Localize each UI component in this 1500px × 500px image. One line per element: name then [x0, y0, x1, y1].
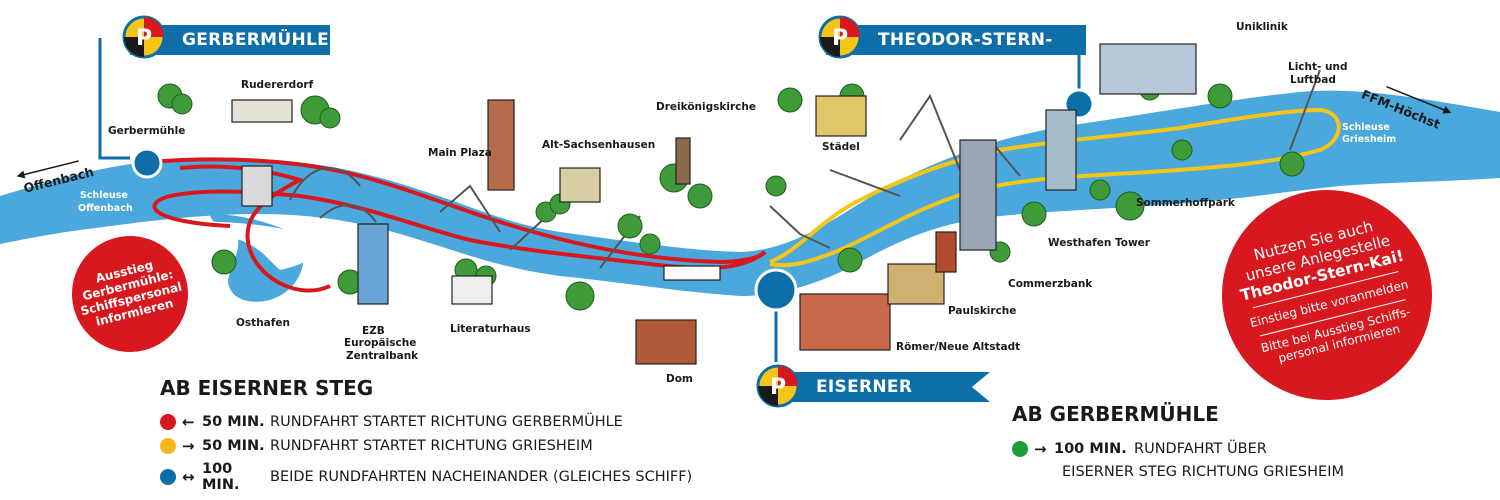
label-dom: Dom	[666, 373, 693, 385]
legend-text: RUNDFAHRT STARTET RICHTUNG GERBERMÜHLE	[270, 414, 623, 430]
label-commerzbank: Commerzbank	[1008, 278, 1093, 290]
legend-text-line1: RUNDFAHRT ÜBER	[1134, 441, 1267, 457]
legend-duration: 50 MIN.	[202, 438, 265, 454]
label-schleuse-offenbach-1: Schleuse	[80, 190, 128, 201]
label-uniklinik: Uniklinik	[1236, 21, 1289, 33]
legend-duration: 100 MIN.	[202, 461, 240, 493]
legend-row-green-line2: EISERNER STEG RICHTUNG GRIESHEIM	[1062, 464, 1344, 480]
legend-dot-red	[160, 414, 176, 430]
label-westhafen: Westhafen Tower	[1048, 237, 1151, 249]
label-licht-1: Licht- und	[1288, 61, 1348, 73]
legend-eiserner-heading: AB EISERNER STEG	[160, 376, 374, 400]
label-dreikoenigskirche: Dreikönigskirche	[656, 101, 756, 113]
label-paulskirche: Paulskirche	[948, 305, 1016, 317]
label-rudererdorf: Rudererdorf	[241, 79, 314, 91]
svg-text:P: P	[832, 26, 848, 51]
svg-text:P: P	[770, 375, 786, 400]
legend-gerbermuehle-heading: AB GERBERMÜHLE	[1012, 402, 1219, 426]
label-gerbermuehle: Gerbermühle	[108, 125, 185, 137]
legend-dot-green	[1012, 441, 1028, 457]
label-schleuse-griesheim-1: Schleuse	[1342, 122, 1390, 133]
legend-row-red: ← 50 MIN. RUNDFAHRT STARTET RICHTUNG GER…	[160, 413, 623, 431]
river-main	[0, 90, 1500, 297]
route-yellow	[769, 107, 1341, 268]
label-ezb-1: EZB	[362, 325, 385, 337]
legend-duration: 100 MIN.	[1054, 441, 1127, 457]
buildings	[231, 43, 1197, 365]
label-schleuse-offenbach-2: Offenbach	[78, 203, 133, 214]
legend-dot-blue	[160, 469, 176, 485]
arrow-right-icon: →	[1034, 440, 1047, 458]
label-staedel: Städel	[822, 141, 860, 153]
p-logo-gerbermuehle: P	[122, 15, 166, 59]
legend-text-line2: EISERNER STEG RICHTUNG GRIESHEIM	[1062, 464, 1344, 480]
badge-eiserner: EISERNER STEG	[764, 372, 990, 402]
svg-text:P: P	[136, 26, 152, 51]
label-osthafen: Osthafen	[236, 317, 290, 329]
legend-text: RUNDFAHRT STARTET RICHTUNG GRIESHEIM	[270, 438, 593, 454]
p-logo-theodor: P	[818, 15, 862, 59]
badge-gerbermuehle-label: GERBERMÜHLE	[182, 30, 330, 50]
arrow-both-icon: ↔	[182, 468, 195, 486]
legend-row-blue: ↔ 100 MIN. BEIDE RUNDFAHRTEN NACHEINANDE…	[160, 461, 692, 493]
label-alt-sachsenhausen: Alt-Sachsenhausen	[542, 139, 655, 151]
pin-eiserner	[754, 268, 798, 362]
legend-text: BEIDE RUNDFAHRTEN NACHEINANDER (GLEICHES…	[270, 469, 693, 485]
legend-duration: 50 MIN.	[202, 414, 265, 430]
label-roemer: Römer/Neue Altstadt	[896, 341, 1020, 353]
badge-theodor-label: THEODOR-STERN-KAI	[878, 30, 1053, 80]
arrow-left-icon: ←	[182, 413, 195, 431]
arrow-right-icon: →	[182, 437, 195, 455]
label-literaturhaus: Literaturhaus	[450, 323, 531, 335]
route-red	[149, 157, 767, 271]
legend-dot-yellow	[160, 438, 176, 454]
label-licht-2: Luftbad	[1290, 74, 1336, 86]
label-ezb-3: Zentralbank	[346, 350, 419, 362]
legend-row-green: → 100 MIN. RUNDFAHRT ÜBER	[1012, 440, 1267, 458]
trees	[157, 79, 1305, 311]
label-ezb-2: Europäische	[344, 337, 416, 349]
pin-theodor	[1063, 50, 1095, 120]
p-logo-eiserner: P	[756, 364, 800, 408]
badge-theodor: THEODOR-STERN-KAI	[826, 25, 1086, 80]
pin-gerbermuehle	[98, 38, 163, 179]
legend-row-yellow: → 50 MIN. RUNDFAHRT STARTET RICHTUNG GRI…	[160, 437, 593, 455]
label-sommerhoffpark: Sommerhoffpark	[1136, 197, 1236, 209]
label-schleuse-griesheim-2: Griesheim	[1342, 134, 1396, 145]
label-main-plaza: Main Plaza	[428, 147, 492, 159]
badge-eiserner-label: EISERNER STEG	[816, 377, 913, 427]
